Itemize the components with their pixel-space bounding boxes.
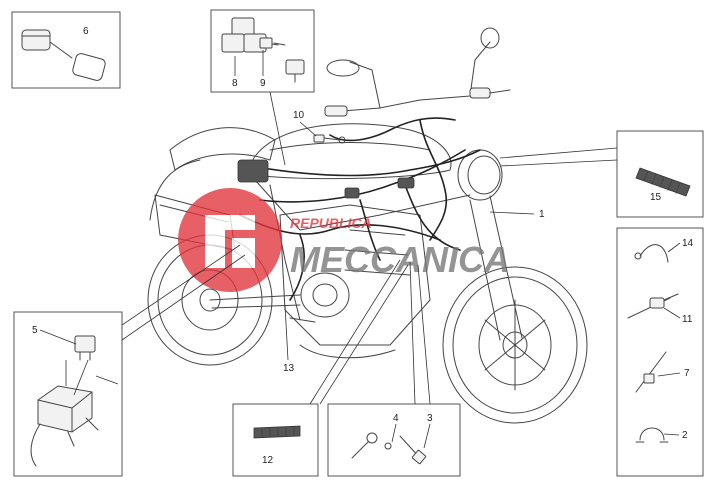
clamp-11-part	[627, 293, 679, 319]
watermark-line2: MECCANICA	[290, 239, 510, 280]
label-9: 9	[260, 78, 266, 89]
ring-terminal-4-part	[351, 432, 378, 459]
leader-lines	[121, 91, 618, 405]
connector-9-part	[259, 37, 305, 83]
label-12: 12	[262, 455, 274, 466]
connector-6-part	[21, 29, 106, 81]
fuse-5-part	[74, 335, 96, 361]
label-7: 7	[684, 368, 690, 379]
label-1: 1	[539, 209, 545, 220]
detail-box-5: 5	[13, 311, 123, 477]
label-4: 4	[393, 413, 399, 424]
label-10: 10	[293, 110, 305, 121]
part-10-connector	[313, 134, 346, 144]
watermark-line1: REPUBLICA	[290, 215, 372, 231]
label-14: 14	[682, 238, 694, 249]
frame	[254, 179, 471, 321]
watermark: REPUBLICA MECCANICA	[178, 188, 510, 292]
label-8: 8	[232, 78, 238, 89]
detail-box-3-4: 4 3	[327, 403, 461, 477]
label-11: 11	[682, 314, 693, 325]
sleeve-15-part	[635, 167, 691, 197]
handlebar	[324, 27, 511, 117]
front-wheel	[442, 266, 588, 424]
seat	[169, 127, 276, 171]
label-6: 6	[83, 26, 89, 37]
label-13: 13	[283, 363, 295, 374]
label-2: 2	[682, 430, 688, 441]
tie-7-part	[635, 351, 667, 393]
detail-box-14-11-7-2: 14 11 7 2	[616, 227, 704, 477]
detail-box-8-9: 8 9	[210, 9, 315, 93]
detail-box-6: 6	[11, 11, 121, 89]
rear-fender	[149, 159, 201, 221]
label-15: 15	[650, 192, 662, 203]
label-3: 3	[427, 413, 433, 424]
bolt-3-part	[384, 435, 427, 465]
fuse-box-5-part	[30, 385, 99, 467]
sleeve-12-part	[253, 425, 301, 439]
fuel-tank	[249, 123, 452, 180]
clip-14-part	[634, 244, 669, 263]
wiring-harness	[237, 117, 481, 301]
motorcycle-illustration	[147, 27, 588, 424]
detail-box-12: 12	[232, 403, 319, 477]
detail-box-15: 15	[616, 130, 704, 218]
front-fork	[469, 195, 523, 341]
label-5: 5	[32, 325, 38, 336]
swingarm	[209, 294, 301, 309]
clip-2-part	[635, 427, 669, 443]
